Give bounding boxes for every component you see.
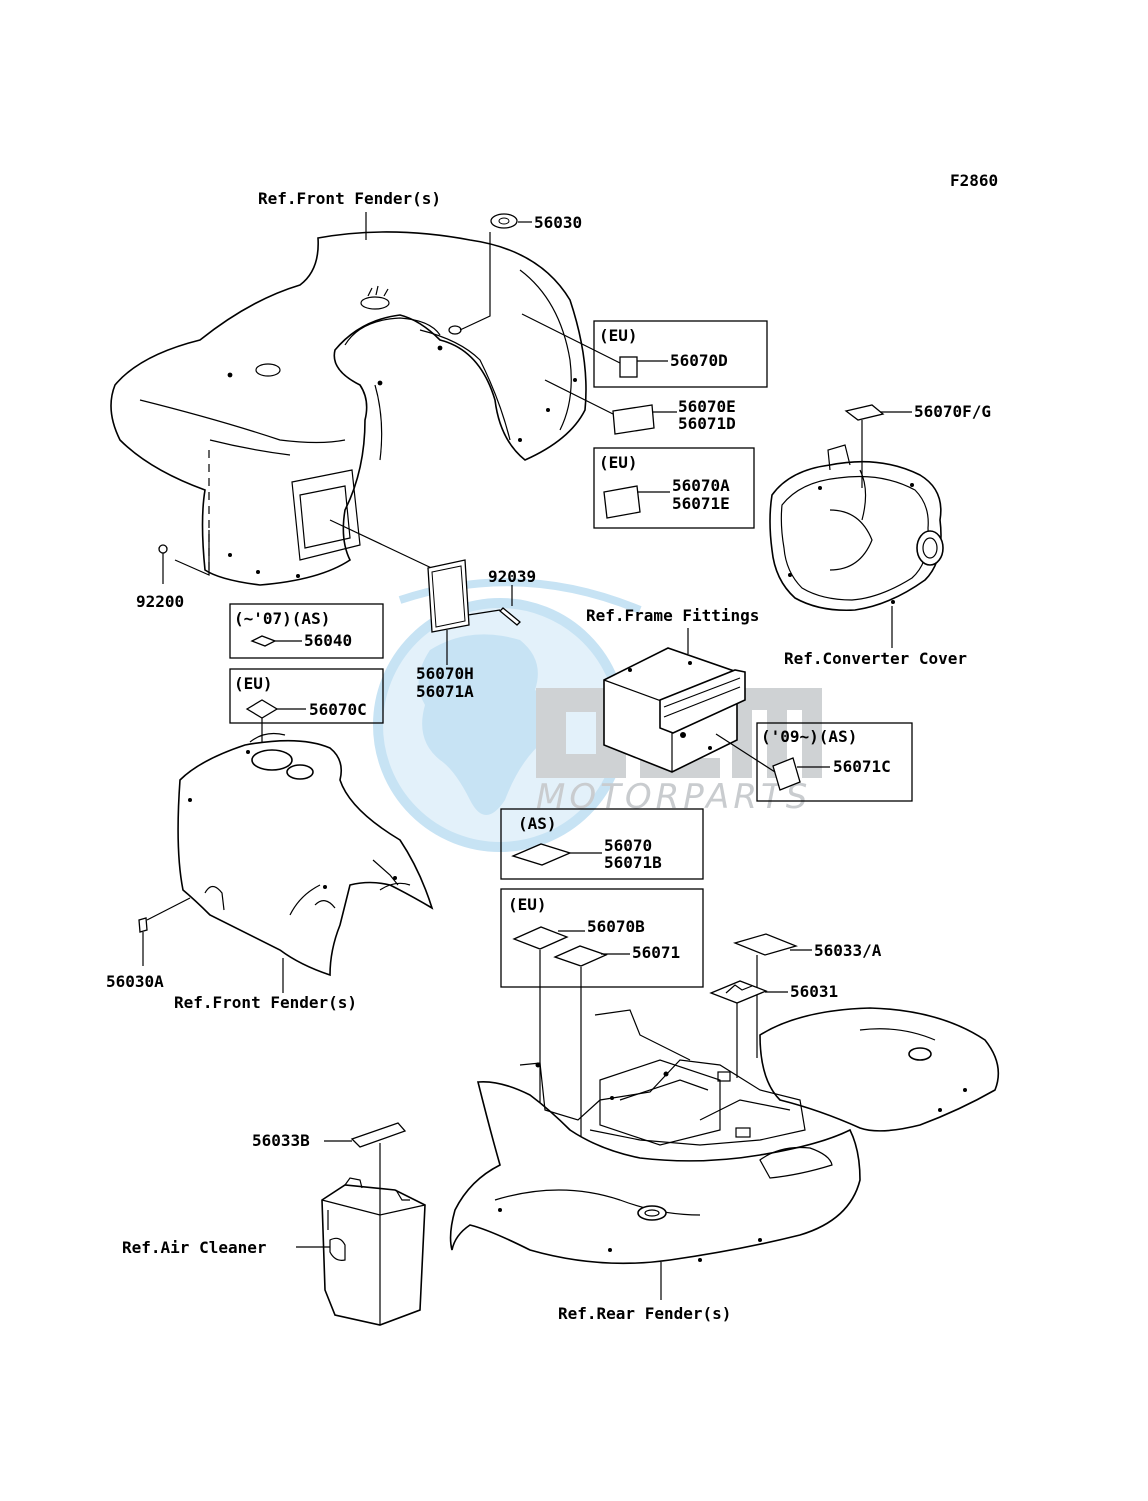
- decal-56070F-G-icon: [844, 404, 885, 421]
- box-as-09: [756, 722, 913, 802]
- watermark-continent: [418, 634, 551, 815]
- part-56070: 56070: [604, 836, 652, 855]
- decal-56070A-icon: [603, 485, 641, 519]
- decal-56070E-icon: [612, 404, 655, 435]
- rear-fender-drawing: [449, 1007, 1000, 1265]
- part-56070F-G: 56070F/G: [914, 402, 991, 421]
- screw-92039-icon: [499, 607, 521, 626]
- label-ref-converter-cover: Ref.Converter Cover: [784, 649, 967, 668]
- decal-56070B-icon: [512, 926, 569, 950]
- box-eu-56070A-title: (EU): [599, 453, 638, 472]
- part-56070B: 56070B: [587, 917, 645, 936]
- box-as-07: [229, 603, 384, 659]
- part-56071A: 56071A: [416, 682, 474, 701]
- box-as-09-title: ('09~)(AS): [761, 727, 857, 746]
- watermark-tagline: MOTORPARTS: [536, 777, 811, 817]
- part-56071C: 56071C: [833, 757, 891, 776]
- box-as-56070: [500, 808, 704, 880]
- front-fender-lower-drawing: [177, 732, 434, 977]
- decal-56033B-icon: [350, 1122, 407, 1148]
- box-eu-56070D-title: (EU): [599, 326, 638, 345]
- decal-56071C-icon: [772, 757, 801, 791]
- box-eu-56070C-title: (EU): [234, 674, 273, 693]
- clip-92200-icon: [158, 544, 168, 554]
- box-eu-56070C: [229, 668, 384, 724]
- box-eu-56070A: [593, 447, 755, 529]
- box-eu-56070B: [500, 888, 704, 988]
- part-56031: 56031: [790, 982, 838, 1001]
- part-56033-A: 56033/A: [814, 941, 882, 960]
- part-56071D: 56071D: [678, 414, 736, 433]
- label-ref-rear-fender: Ref.Rear Fender(s): [558, 1304, 731, 1323]
- decal-56070C-icon: [245, 699, 279, 719]
- oem-watermark: MOTORPARTS: [373, 578, 822, 852]
- part-56030: 56030: [534, 213, 582, 232]
- plate-56070H-icon: [427, 559, 470, 633]
- box-as-56070-title: (AS): [518, 814, 557, 833]
- label-ref-frame-fittings: Ref.Frame Fittings: [586, 606, 759, 625]
- air-cleaner-drawing: [321, 1177, 426, 1326]
- part-92200: 92200: [136, 592, 184, 611]
- decal-56040-icon: [250, 635, 277, 647]
- converter-cover-drawing: [769, 444, 944, 612]
- label-ref-front-fender-top: Ref.Front Fender(s): [258, 189, 441, 208]
- box-eu-56070D: [593, 320, 768, 388]
- label-ref-front-fender-bottom: Ref.Front Fender(s): [174, 993, 357, 1012]
- frame-fittings-drawing: [603, 647, 746, 773]
- part-56070E: 56070E: [678, 397, 736, 416]
- part-56033B: 56033B: [252, 1131, 310, 1150]
- grommet-56030-icon: [490, 213, 518, 229]
- front-fender-top-drawing: [110, 231, 587, 586]
- part-56070C: 56070C: [309, 700, 367, 719]
- decal-56031-icon: [709, 980, 768, 1004]
- decal-56033-A-icon: [733, 933, 798, 956]
- figure-code: F2860: [950, 171, 998, 190]
- part-56071: 56071: [632, 943, 680, 962]
- decal-56071-icon: [553, 945, 608, 967]
- part-56070D: 56070D: [670, 351, 728, 370]
- part-56070H: 56070H: [416, 664, 474, 683]
- part-56071E: 56071E: [672, 494, 730, 513]
- box-eu-56070B-title: (EU): [508, 895, 547, 914]
- decal-56070D-icon: [619, 356, 638, 378]
- label-ref-air-cleaner: Ref.Air Cleaner: [122, 1238, 267, 1257]
- part-56071B: 56071B: [604, 853, 662, 872]
- decal-56030A-icon: [138, 917, 148, 933]
- part-56040: 56040: [304, 631, 352, 650]
- part-56030A: 56030A: [106, 972, 164, 991]
- box-as-07-title: (~'07)(AS): [234, 609, 330, 628]
- part-92039: 92039: [488, 567, 536, 586]
- part-56070A: 56070A: [672, 476, 730, 495]
